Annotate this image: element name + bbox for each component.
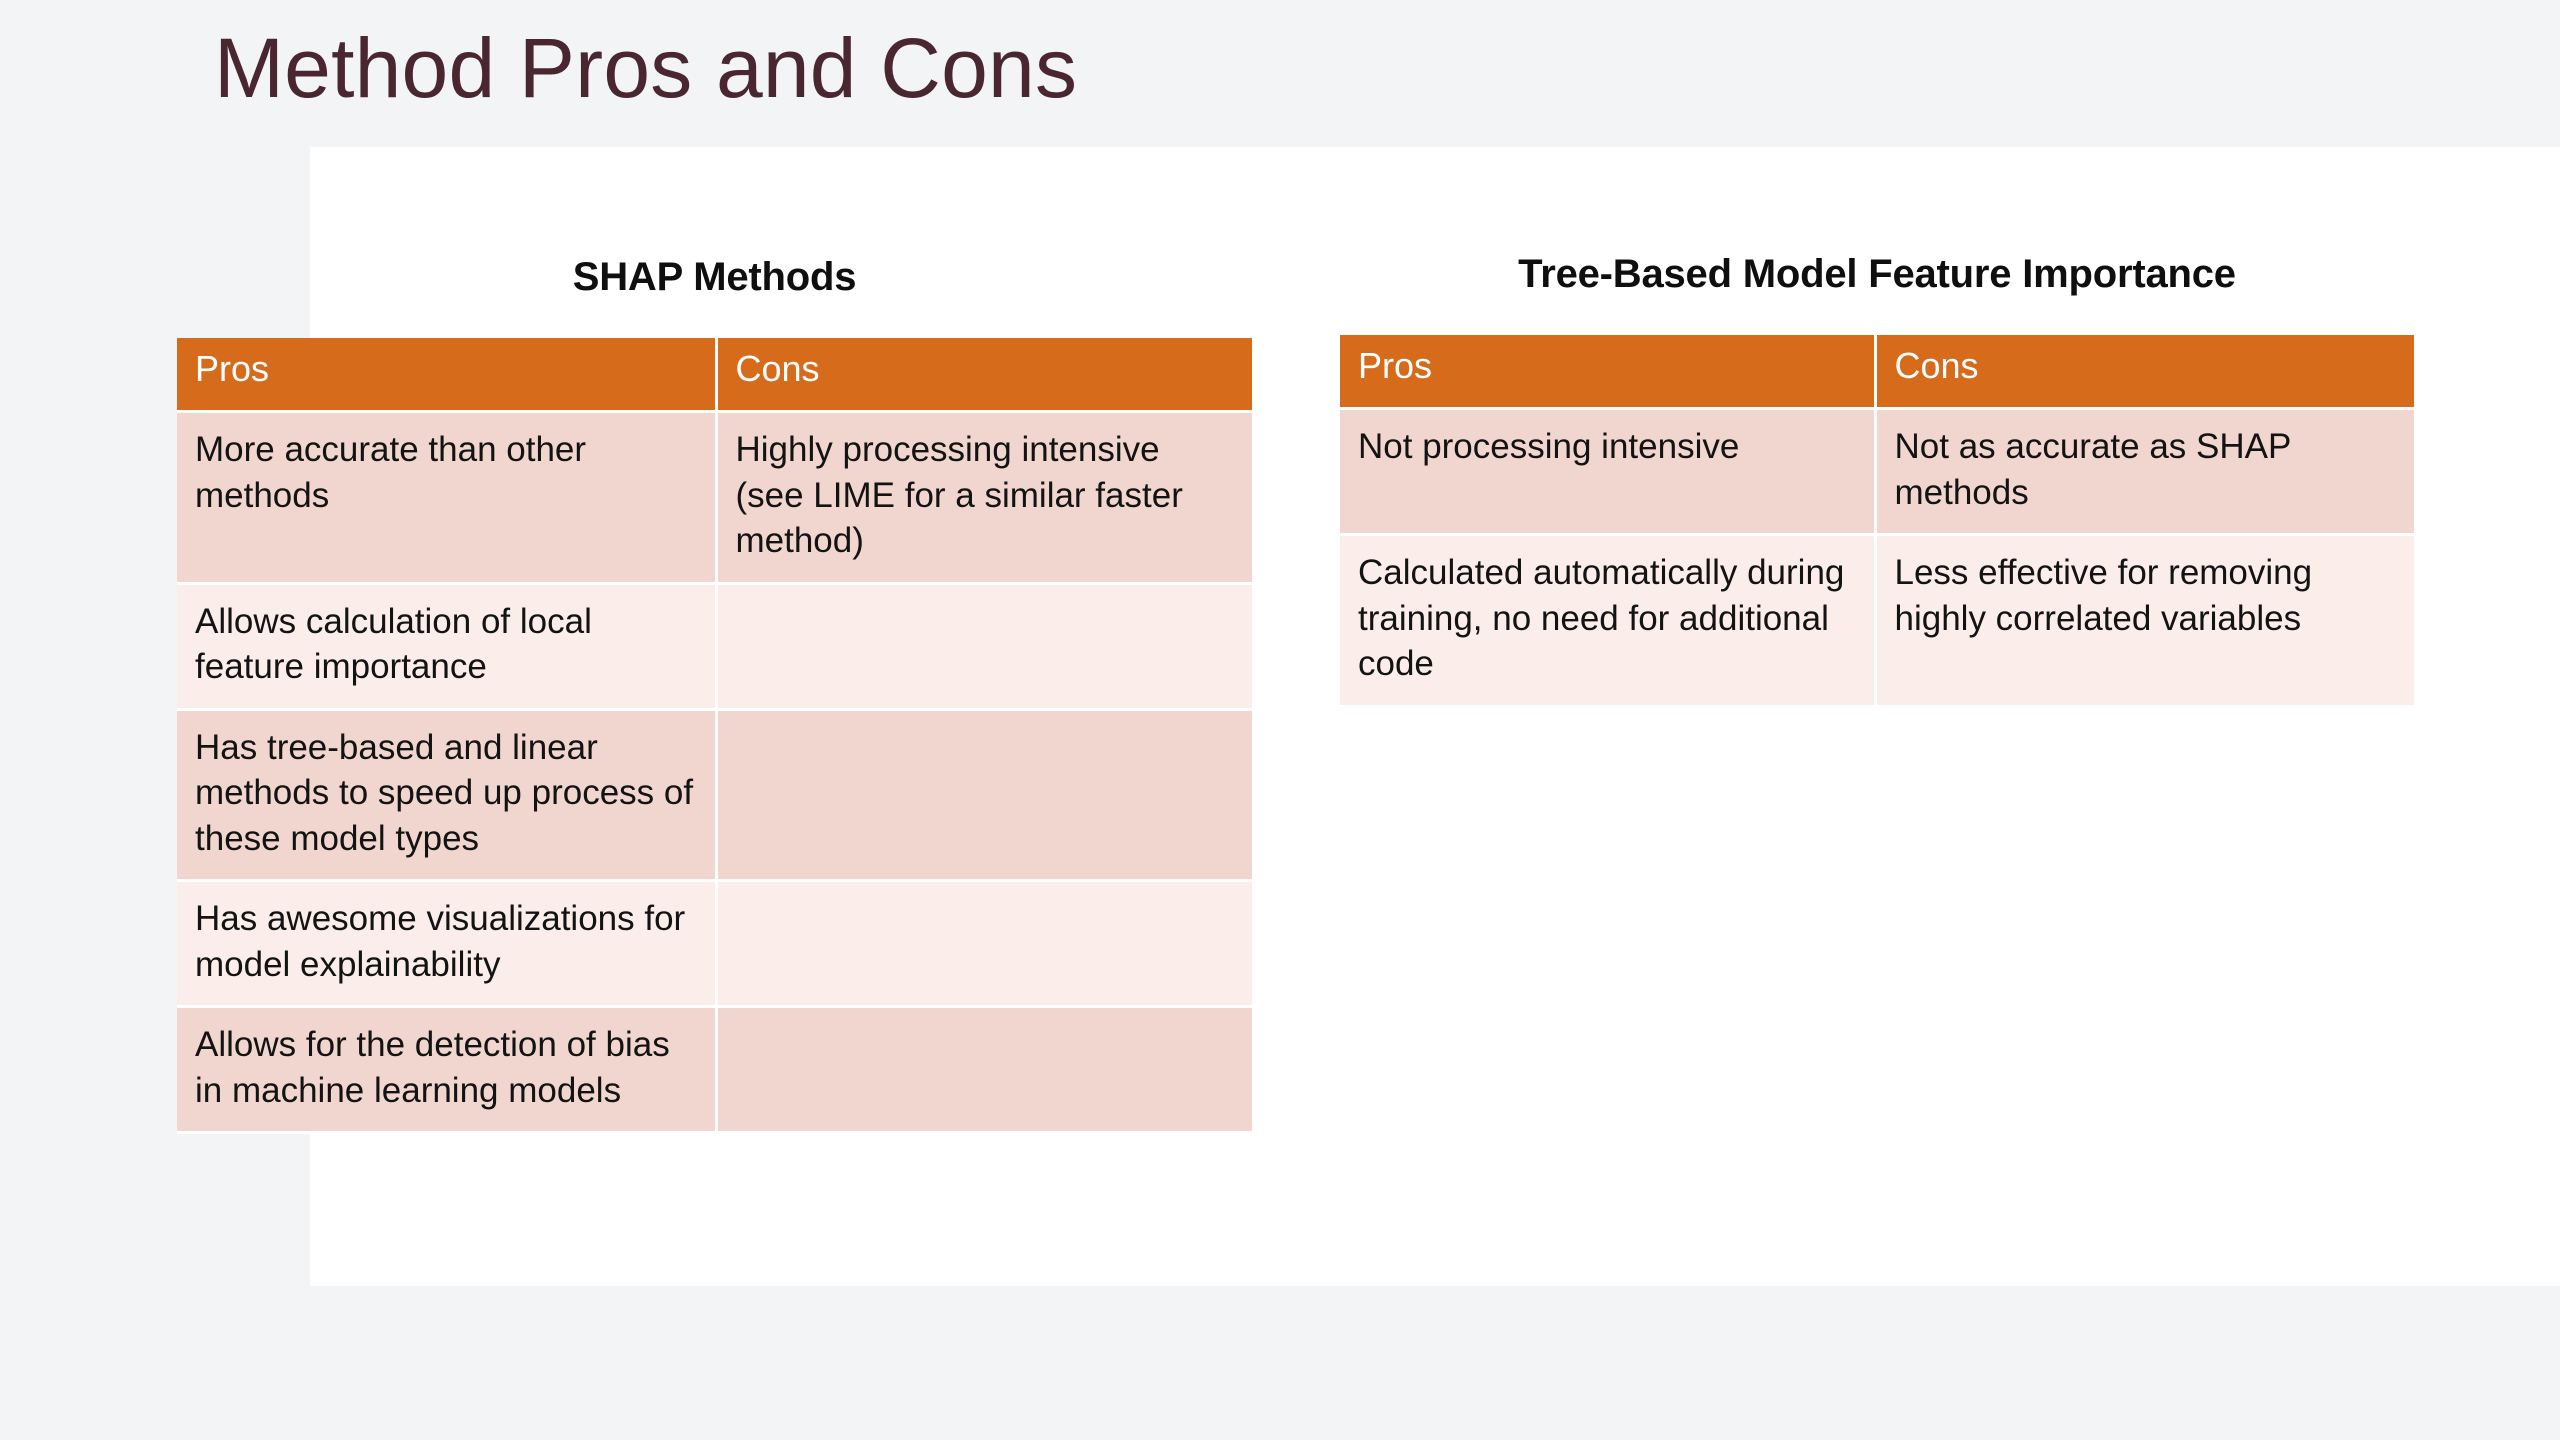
cons-cell: [716, 880, 1252, 1008]
table-row: Allows calculation of local feature impo…: [177, 583, 1252, 711]
cons-cell: [716, 1006, 1252, 1134]
tree-based-table-block: Tree-Based Model Feature Importance Pros…: [1340, 252, 2414, 708]
column-header-pros: Pros: [1340, 335, 1877, 410]
tree-based-table: Pros Cons Not processing intensive Not a…: [1340, 335, 2414, 708]
pros-cell: More accurate than other methods: [177, 411, 718, 585]
pros-cell: Allows for the detection of bias in mach…: [177, 1006, 718, 1134]
pros-cell: Calculated automatically during training…: [1340, 534, 1877, 708]
table-row: More accurate than other methods Highly …: [177, 411, 1252, 585]
shap-methods-table: Pros Cons More accurate than other metho…: [177, 338, 1252, 1134]
column-header-cons: Cons: [1875, 335, 2414, 410]
table-header-row: Pros Cons: [1340, 335, 2414, 410]
shap-methods-caption: SHAP Methods: [572, 255, 857, 299]
tree-based-caption: Tree-Based Model Feature Importance: [1518, 252, 2236, 296]
cons-cell: [716, 709, 1252, 882]
cons-cell: Highly processing intensive (see LIME fo…: [716, 411, 1252, 585]
table-row: Has tree-based and linear methods to spe…: [177, 709, 1252, 882]
cons-cell: Less effective for removing highly corre…: [1875, 534, 2414, 708]
pros-cell: Allows calculation of local feature impo…: [177, 583, 718, 711]
table-row: Has awesome visualizations for model exp…: [177, 880, 1252, 1008]
cons-cell: Not as accurate as SHAP methods: [1875, 408, 2414, 536]
column-header-pros: Pros: [177, 338, 718, 413]
cons-cell: [716, 583, 1252, 711]
page-title: Method Pros and Cons: [214, 21, 1078, 115]
column-header-cons: Cons: [716, 338, 1252, 413]
pros-cell: Has tree-based and linear methods to spe…: [177, 709, 718, 882]
table-row: Calculated automatically during training…: [1340, 534, 2414, 708]
table-row: Not processing intensive Not as accurate…: [1340, 408, 2414, 536]
table-row: Allows for the detection of bias in mach…: [177, 1006, 1252, 1134]
table-header-row: Pros Cons: [177, 338, 1252, 413]
pros-cell: Not processing intensive: [1340, 408, 1877, 536]
shap-methods-table-block: SHAP Methods Pros Cons More accurate tha…: [177, 255, 1252, 1134]
pros-cell: Has awesome visualizations for model exp…: [177, 880, 718, 1008]
